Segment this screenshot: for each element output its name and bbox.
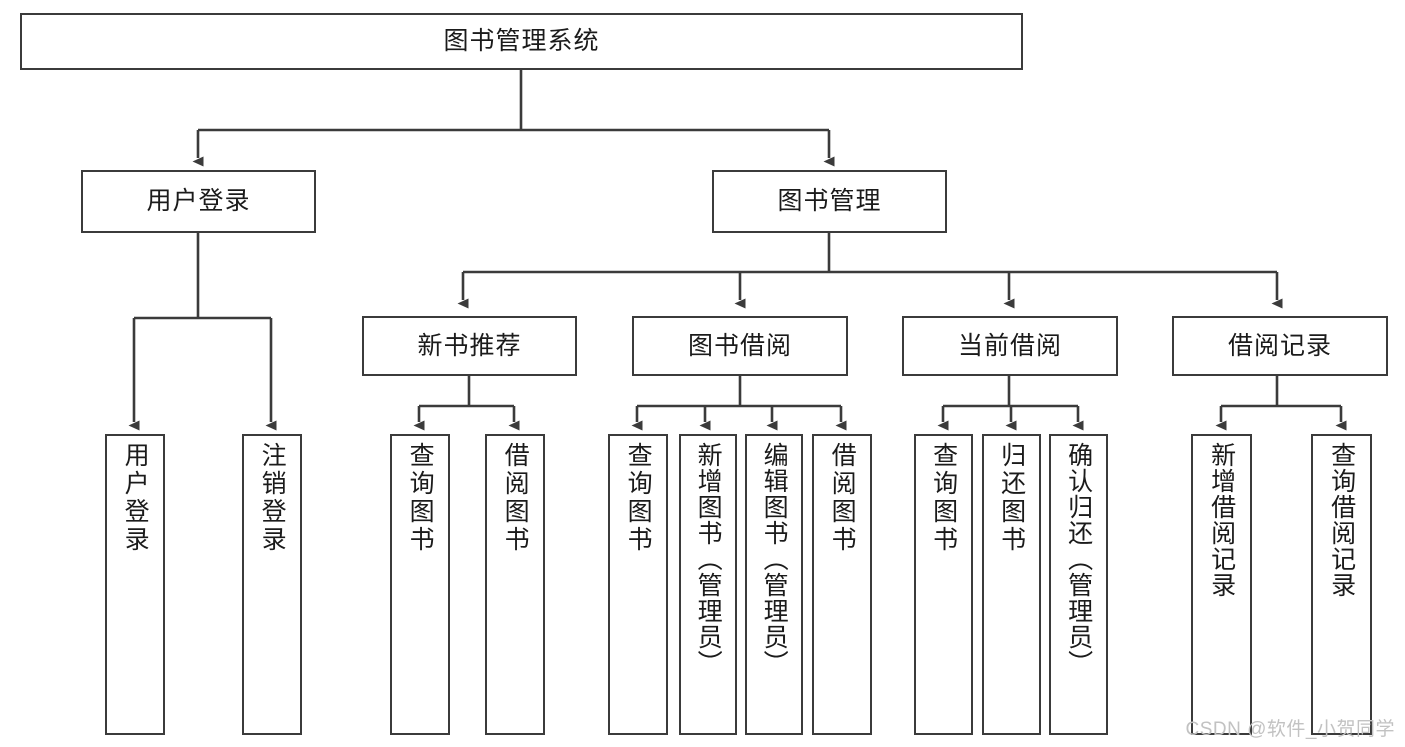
node-label: 新增图书（管理员）: [694, 442, 723, 676]
node-label: 确认归还（管理员）: [1064, 442, 1093, 676]
node-label: 当前借阅: [957, 331, 1062, 360]
node-label: 查询图书: [929, 442, 958, 554]
leaf-query-borrow-record[interactable]: 查询借阅记录: [1311, 434, 1372, 735]
node-book-borrow[interactable]: 图书借阅: [632, 316, 848, 376]
node-label: 用户登录: [121, 442, 150, 554]
leaf-confirm-return-admin[interactable]: 确认归还（管理员）: [1049, 434, 1108, 735]
node-current-borrow[interactable]: 当前借阅: [902, 316, 1118, 376]
node-label: 归还图书: [997, 442, 1026, 554]
leaf-return-book[interactable]: 归还图书: [982, 434, 1041, 735]
node-label: 查询图书: [406, 442, 435, 554]
leaf-borrow-book[interactable]: 借阅图书: [812, 434, 872, 735]
node-label: 编辑图书（管理员）: [760, 442, 789, 676]
node-label: 注销登录: [258, 442, 287, 554]
node-new-book-recommend[interactable]: 新书推荐: [362, 316, 577, 376]
leaf-add-borrow-record[interactable]: 新增借阅记录: [1191, 434, 1252, 735]
node-label: 图书管理系统: [443, 27, 600, 56]
leaf-logout[interactable]: 注销登录: [242, 434, 302, 735]
node-label: 用户登录: [146, 187, 251, 216]
node-label: 新增借阅记录: [1207, 442, 1236, 598]
node-label: 查询图书: [624, 442, 653, 554]
leaf-query-book-current[interactable]: 查询图书: [914, 434, 973, 735]
node-label: 查询借阅记录: [1327, 442, 1356, 598]
leaf-edit-book-admin[interactable]: 编辑图书（管理员）: [745, 434, 803, 735]
node-label: 新书推荐: [417, 331, 522, 360]
node-user-login[interactable]: 用户登录: [81, 170, 316, 233]
edges-userlogin-to-leaves: [128, 233, 277, 431]
edges-bookmgmt-to-level2: [457, 233, 1283, 309]
leaf-borrow-book-recommend[interactable]: 借阅图书: [485, 434, 545, 735]
leaf-query-book-recommend[interactable]: 查询图书: [390, 434, 450, 735]
edges-records-to-leaves: [1215, 376, 1347, 431]
edges-newbook-to-leaves: [413, 376, 520, 431]
edges-current-to-leaves: [937, 376, 1084, 431]
node-book-management[interactable]: 图书管理: [712, 170, 947, 233]
edges-root-to-level1: [192, 70, 835, 167]
node-label: 借阅记录: [1227, 331, 1332, 360]
leaf-add-book-admin[interactable]: 新增图书（管理员）: [679, 434, 737, 735]
node-label: 借阅图书: [501, 442, 530, 554]
leaf-user-login[interactable]: 用户登录: [105, 434, 165, 735]
node-label: 图书管理: [777, 187, 882, 216]
csdn-watermark: CSDN @软件_小贺同学: [1185, 719, 1395, 740]
leaf-query-book-borrow[interactable]: 查询图书: [608, 434, 668, 735]
node-root-library-system[interactable]: 图书管理系统: [20, 13, 1023, 70]
node-borrow-records[interactable]: 借阅记录: [1172, 316, 1388, 376]
node-label: 图书借阅: [687, 331, 792, 360]
node-label: 借阅图书: [828, 442, 857, 554]
edges-borrow-to-leaves: [631, 376, 847, 431]
